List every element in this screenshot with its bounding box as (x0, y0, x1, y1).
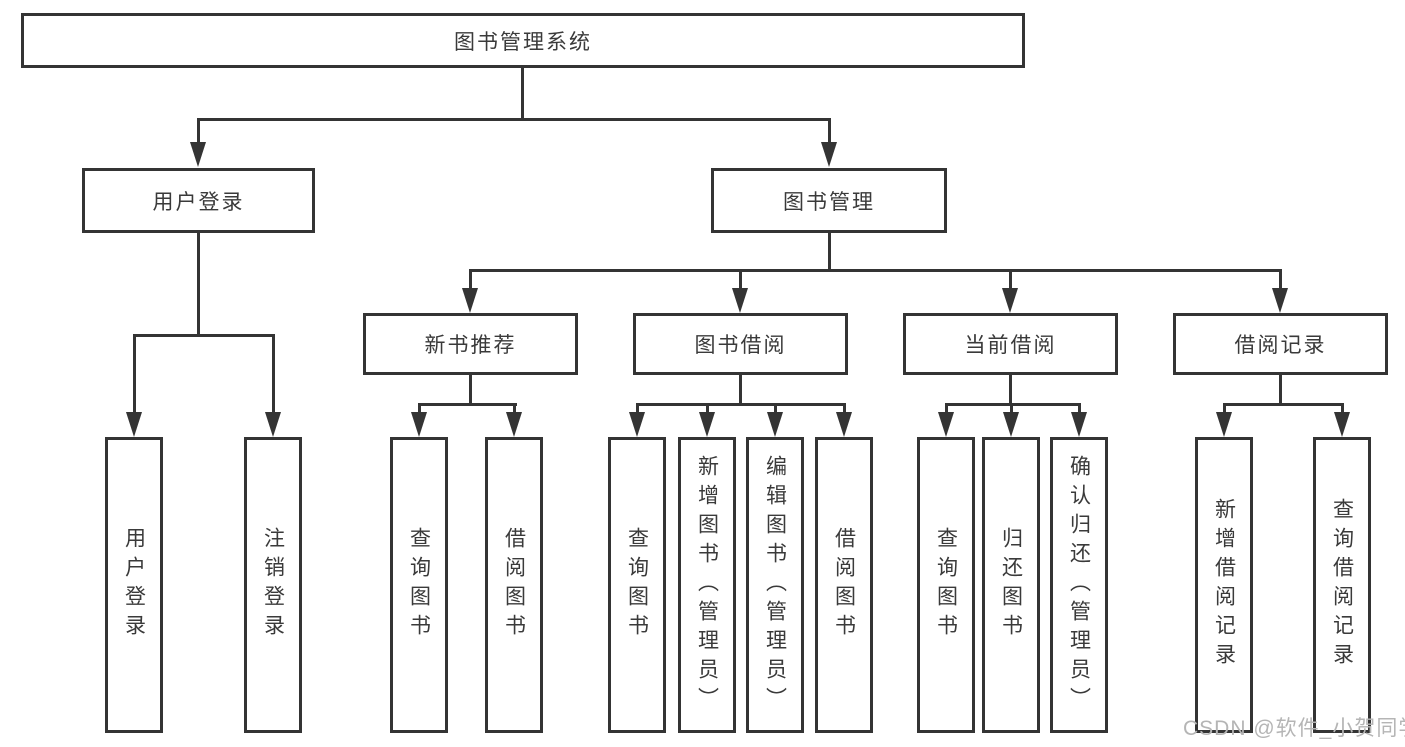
connector-vline (521, 66, 524, 120)
arrow-down-icon (126, 412, 142, 437)
connector-vline (828, 118, 831, 145)
connector-vline (197, 231, 200, 336)
connector-vline (1223, 403, 1226, 417)
arrow-down-icon (265, 412, 281, 437)
connector-vline (469, 269, 472, 291)
connector-vline (513, 403, 516, 417)
connector-vline (469, 372, 472, 406)
arrow-down-icon (699, 412, 715, 437)
leaf-label: 归还图书 (999, 527, 1023, 643)
arrow-down-icon (1003, 412, 1019, 437)
arrow-down-icon (506, 412, 522, 437)
arrow-down-icon (411, 412, 427, 437)
leaf-borrow-books: 借阅图书 (815, 437, 873, 733)
arrow-down-icon (462, 288, 478, 313)
leaf-label: 编辑图书（管理员） (763, 454, 787, 716)
leaf-label: 用户登录 (122, 527, 146, 643)
connector-hline (197, 118, 831, 121)
arrow-down-icon (938, 412, 954, 437)
connector-vline (843, 403, 846, 417)
leaf-edit-books-admin: 编辑图书（管理员） (746, 437, 804, 733)
node-library-system: 图书管理系统 (21, 13, 1025, 68)
connector-vline (706, 403, 709, 417)
connector-hline (945, 403, 1081, 406)
leaf-label: 新增借阅记录 (1212, 498, 1236, 672)
connector-vline (418, 403, 421, 417)
arrow-down-icon (821, 142, 837, 167)
leaf-add-borrow-record: 新增借阅记录 (1195, 437, 1253, 733)
connector-vline (636, 403, 639, 417)
arrow-down-icon (1002, 288, 1018, 313)
connector-vline (1009, 372, 1012, 406)
leaf-label: 新增图书（管理员） (695, 454, 719, 716)
node-book-management: 图书管理 (711, 168, 947, 233)
leaf-label: 确认归还（管理员） (1067, 454, 1091, 716)
connector-vline (739, 269, 742, 291)
node-user-login: 用户登录 (82, 168, 315, 233)
connector-vline (1078, 403, 1081, 417)
leaf-user-login: 用户登录 (105, 437, 163, 733)
connector-vline (945, 403, 948, 417)
leaf-confirm-return-admin: 确认归还（管理员） (1050, 437, 1108, 733)
connector-vline (739, 372, 742, 406)
arrow-down-icon (629, 412, 645, 437)
leaf-label: 借阅图书 (832, 527, 856, 643)
connector-hline (469, 269, 1282, 272)
arrow-down-icon (1071, 412, 1087, 437)
leaf-query-borrow-record: 查询借阅记录 (1313, 437, 1371, 733)
node-borrowing-records: 借阅记录 (1173, 313, 1388, 375)
arrow-down-icon (190, 142, 206, 167)
leaf-borrow-books-recommend: 借阅图书 (485, 437, 543, 733)
arrow-down-icon (767, 412, 783, 437)
leaf-query-books-borrowing: 查询图书 (608, 437, 666, 733)
connector-vline (828, 231, 831, 272)
connector-vline (1341, 403, 1344, 417)
leaf-logout: 注销登录 (244, 437, 302, 733)
arrow-down-icon (836, 412, 852, 437)
leaf-label: 查询图书 (625, 527, 649, 643)
csdn-watermark: CSDN @软件_小贺同学 (1183, 717, 1405, 740)
connector-vline (197, 118, 200, 145)
connector-hline (636, 403, 846, 406)
connector-hline (1223, 403, 1344, 406)
connector-vline (1009, 269, 1012, 291)
connector-hline (418, 403, 517, 406)
node-current-borrowing: 当前借阅 (903, 313, 1118, 375)
leaf-label: 查询图书 (934, 527, 958, 643)
arrow-down-icon (1216, 412, 1232, 437)
leaf-add-books-admin: 新增图书（管理员） (678, 437, 736, 733)
arrow-down-icon (732, 288, 748, 313)
leaf-return-books: 归还图书 (982, 437, 1040, 733)
leaf-label: 查询图书 (407, 527, 431, 643)
connector-vline (774, 403, 777, 417)
node-new-book-recommendation: 新书推荐 (363, 313, 578, 375)
leaf-query-books-current: 查询图书 (917, 437, 975, 733)
arrow-down-icon (1334, 412, 1350, 437)
connector-vline (133, 334, 136, 414)
connector-hline (133, 334, 275, 337)
node-book-borrowing: 图书借阅 (633, 313, 848, 375)
leaf-query-books-recommend: 查询图书 (390, 437, 448, 733)
connector-vline (1279, 372, 1282, 406)
leaf-label: 注销登录 (261, 527, 285, 643)
arrow-down-icon (1272, 288, 1288, 313)
connector-vline (272, 334, 275, 414)
leaf-label: 查询借阅记录 (1330, 498, 1354, 672)
leaf-label: 借阅图书 (502, 527, 526, 643)
connector-vline (1279, 269, 1282, 291)
connector-vline (1010, 403, 1013, 417)
